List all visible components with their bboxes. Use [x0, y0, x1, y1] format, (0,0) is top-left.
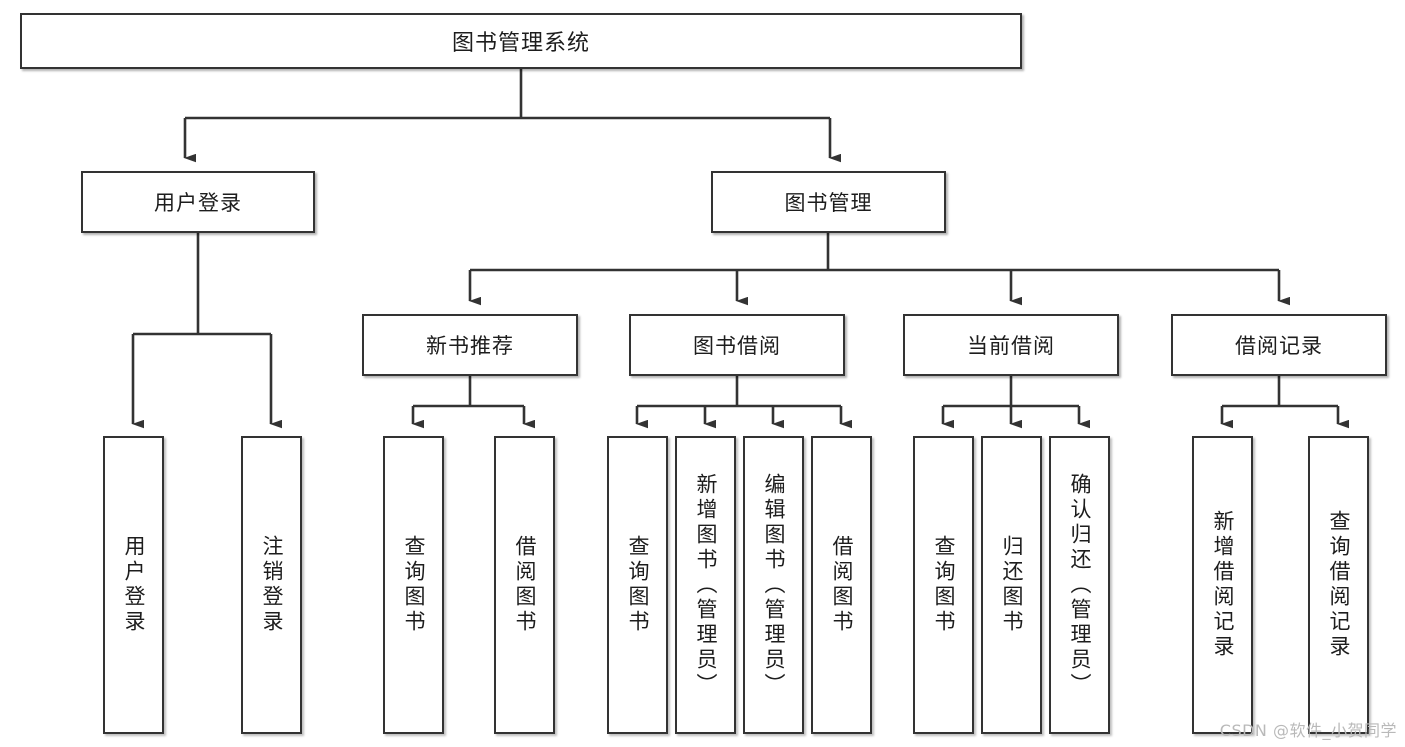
node-leaf-query-book-3-label: 查询图书 — [932, 535, 956, 635]
watermark: CSDN @软件_小贺同学 — [1219, 721, 1397, 740]
node-leaf-user-login[interactable]: 用户登录 — [103, 436, 164, 734]
node-user-login[interactable]: 用户登录 — [81, 171, 315, 233]
node-borrow-record[interactable]: 借阅记录 — [1171, 314, 1387, 376]
node-leaf-query-book-3[interactable]: 查询图书 — [913, 436, 974, 734]
node-user-login-label: 用户登录 — [154, 191, 242, 215]
node-leaf-user-login-label: 用户登录 — [122, 535, 146, 635]
node-root-label: 图书管理系统 — [451, 31, 590, 56]
node-current-borrow[interactable]: 当前借阅 — [903, 314, 1119, 376]
node-book-borrow[interactable]: 图书借阅 — [629, 314, 845, 376]
node-leaf-query-book-1-label: 查询图书 — [402, 535, 426, 635]
node-new-book-recommend[interactable]: 新书推荐 — [362, 314, 578, 376]
node-leaf-add-book-label: 新增图书（管理员） — [694, 472, 718, 698]
node-leaf-query-record-label: 查询借阅记录 — [1327, 510, 1351, 660]
node-book-manage[interactable]: 图书管理 — [711, 171, 946, 233]
node-leaf-borrow-book-2[interactable]: 借阅图书 — [811, 436, 872, 734]
node-current-borrow-label: 当前借阅 — [967, 334, 1055, 358]
node-leaf-query-book-2-label: 查询图书 — [626, 535, 650, 635]
node-leaf-return-book[interactable]: 归还图书 — [981, 436, 1042, 734]
node-leaf-confirm-return[interactable]: 确认归还（管理员） — [1049, 436, 1110, 734]
node-book-borrow-label: 图书借阅 — [693, 334, 781, 358]
node-leaf-user-logout-label: 注销登录 — [260, 535, 284, 635]
node-leaf-borrow-book-2-label: 借阅图书 — [830, 535, 854, 635]
node-book-manage-label: 图书管理 — [784, 191, 873, 215]
node-leaf-edit-book-label: 编辑图书（管理员） — [762, 472, 786, 698]
node-leaf-return-book-label: 归还图书 — [1000, 535, 1024, 635]
node-leaf-add-record[interactable]: 新增借阅记录 — [1192, 436, 1253, 734]
node-leaf-query-record[interactable]: 查询借阅记录 — [1308, 436, 1369, 734]
node-leaf-borrow-book-1[interactable]: 借阅图书 — [494, 436, 555, 734]
node-leaf-query-book-1[interactable]: 查询图书 — [383, 436, 444, 734]
node-root[interactable]: 图书管理系统 — [20, 13, 1022, 69]
node-leaf-add-record-label: 新增借阅记录 — [1211, 510, 1235, 660]
node-leaf-confirm-return-label: 确认归还（管理员） — [1068, 472, 1092, 698]
node-leaf-borrow-book-1-label: 借阅图书 — [513, 535, 537, 635]
node-leaf-add-book[interactable]: 新增图书（管理员） — [675, 436, 736, 734]
node-new-book-recommend-label: 新书推荐 — [426, 334, 514, 358]
node-leaf-edit-book[interactable]: 编辑图书（管理员） — [743, 436, 804, 734]
node-borrow-record-label: 借阅记录 — [1235, 334, 1323, 358]
node-leaf-query-book-2[interactable]: 查询图书 — [607, 436, 668, 734]
node-leaf-user-logout[interactable]: 注销登录 — [241, 436, 302, 734]
